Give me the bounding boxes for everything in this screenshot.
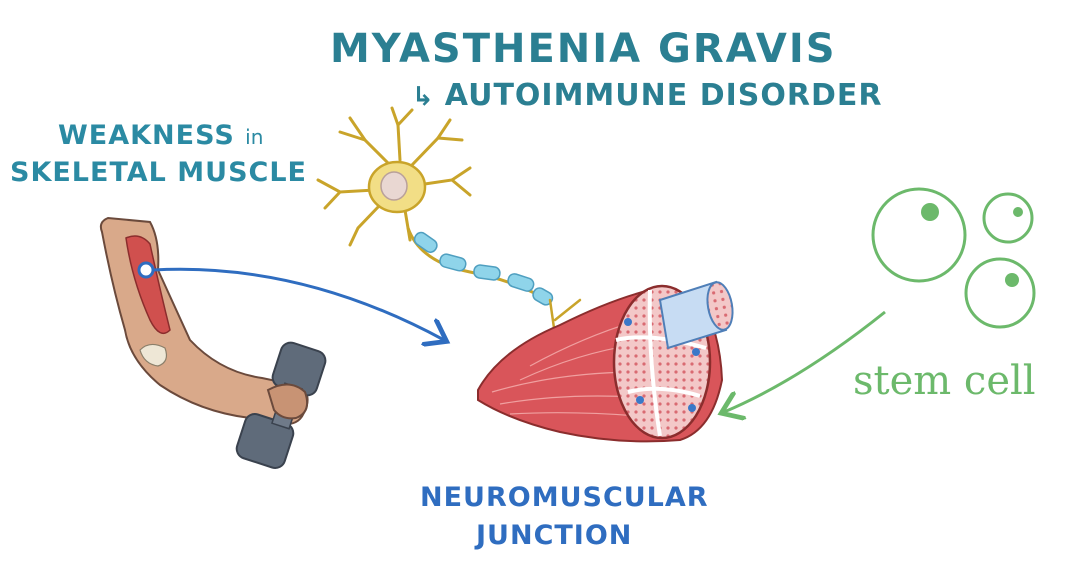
neuron-icon <box>316 106 597 374</box>
weakness-arrow <box>137 261 444 340</box>
myofibril-cylinder <box>658 280 734 350</box>
weakness-word: WEAKNESS <box>58 120 235 151</box>
hook-arrow-icon: ↳ <box>412 82 435 112</box>
muscle-fiber-icon <box>477 280 734 443</box>
subtitle: ↳ AUTOIMMUNE DISORDER <box>412 78 882 113</box>
junction-label-line1: NEUROMUSCULAR <box>420 482 709 513</box>
weakness-label-line2: SKELETAL MUSCLE <box>10 157 307 188</box>
stem-cell-icon <box>871 187 1036 329</box>
weakness-label-line1: WEAKNESS in <box>58 120 263 151</box>
arm-with-dumbbell-icon <box>99 216 327 469</box>
stem-cell-nuclei <box>921 203 1023 287</box>
stem-cell-label: stem cell <box>853 358 1036 404</box>
weakness-in: in <box>245 125 264 149</box>
junction-label-line2: JUNCTION <box>476 520 633 551</box>
diagram-title: MYASTHENIA GRAVIS <box>330 26 837 72</box>
subtitle-text: AUTOIMMUNE DISORDER <box>444 78 883 113</box>
stem-cell-arrow <box>724 310 886 412</box>
